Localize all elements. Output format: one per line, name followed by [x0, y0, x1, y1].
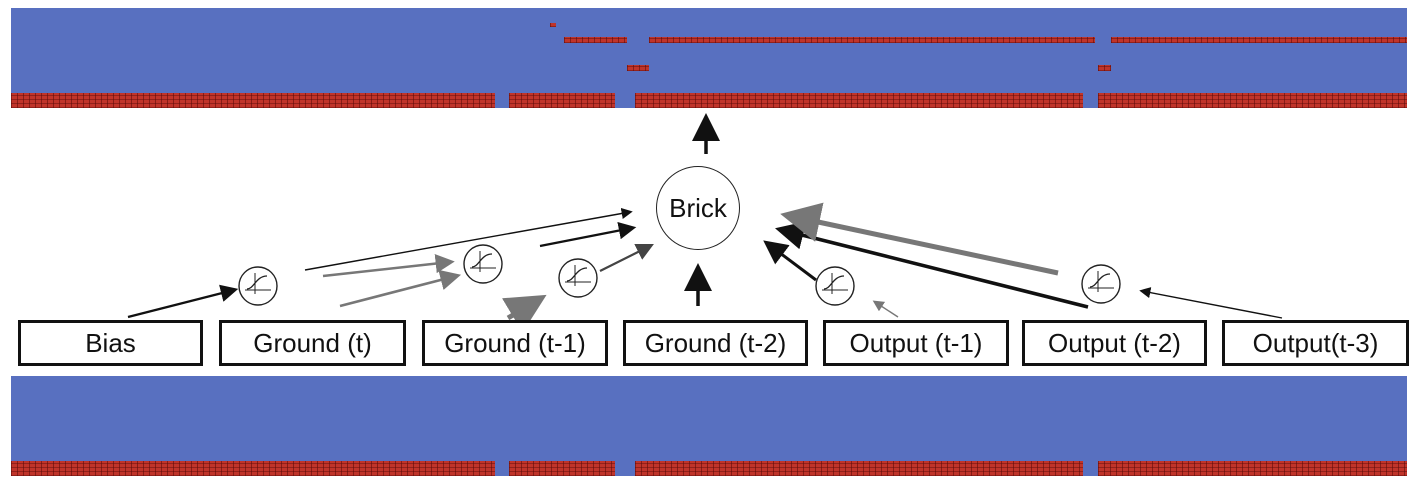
input-output-t-3: Output(t-3) — [1222, 320, 1409, 366]
weight-arrow — [304, 207, 633, 271]
input-label: Bias — [85, 327, 136, 358]
brick-tile — [1098, 65, 1111, 71]
sigmoid-icon — [463, 244, 503, 284]
sigmoid-icon — [1081, 264, 1121, 304]
input-output-t-2: Output (t-2) — [1022, 320, 1207, 366]
brick-node: Brick — [656, 166, 740, 250]
bias-arrow — [127, 284, 239, 319]
brick-tile — [627, 65, 649, 71]
input-label: Output (t-1) — [849, 327, 983, 358]
brick-row-floating — [564, 37, 627, 43]
input-label: Output (t-2) — [1048, 327, 1181, 358]
ground-segment — [635, 93, 1083, 108]
weight-arrow — [780, 202, 1059, 276]
ground-segment — [635, 461, 1083, 476]
ground-segment — [11, 461, 495, 476]
ground-segment — [1098, 93, 1407, 108]
input-bias: Bias — [18, 320, 203, 366]
weight-arrow — [763, 240, 817, 282]
input-output-t-1: Output (t-1) — [823, 320, 1009, 366]
weight-arrow — [1139, 287, 1283, 319]
sigmoid-icon — [238, 266, 278, 306]
ground-segment — [11, 93, 495, 108]
input-ground-t-2: Ground (t-2) — [623, 320, 808, 366]
weight-arrow — [339, 269, 462, 308]
ground-segment — [1098, 461, 1407, 476]
input-label: Ground (t-1) — [444, 327, 586, 358]
sigmoid-icon — [815, 266, 855, 306]
weight-arrow — [501, 294, 547, 333]
level-view-bottom — [11, 376, 1407, 476]
input-label: Output(t-3) — [1252, 327, 1379, 358]
weight-arrow — [872, 300, 899, 318]
brick-row-floating — [1111, 37, 1407, 43]
brick-tile — [550, 23, 556, 27]
weight-arrow — [322, 254, 455, 278]
input-ground-t: Ground (t) — [219, 320, 406, 366]
ground-segment — [509, 461, 615, 476]
input-ground-t-1: Ground (t-1) — [422, 320, 608, 366]
brick-row-floating — [649, 37, 1095, 43]
ground-segment — [509, 93, 615, 108]
level-view-top — [11, 8, 1407, 108]
sigmoid-icon — [558, 258, 598, 298]
weight-arrow — [599, 244, 654, 272]
brick-node-label: Brick — [669, 192, 727, 223]
weight-arrow — [539, 221, 637, 248]
input-label: Ground (t-2) — [644, 327, 787, 358]
input-label: Ground (t) — [253, 327, 372, 358]
weight-arrow — [775, 221, 1089, 309]
